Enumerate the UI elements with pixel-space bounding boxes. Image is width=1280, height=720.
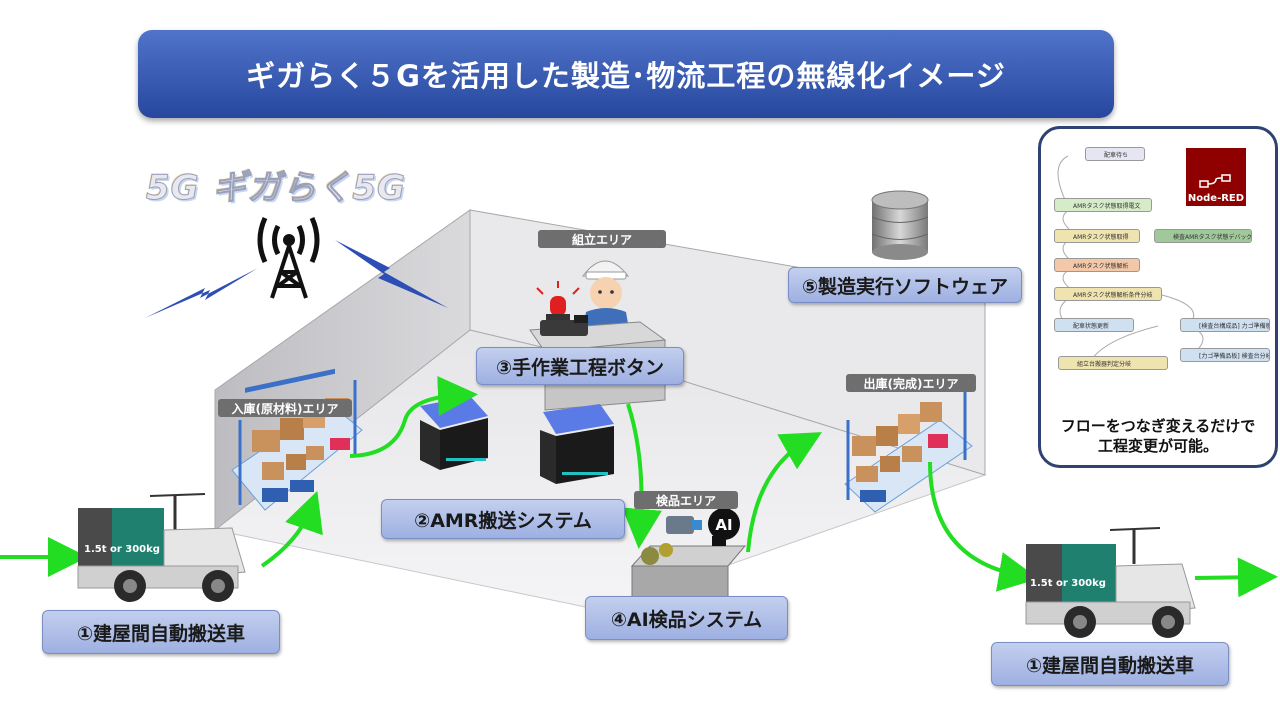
- vehicle-left-capacity: 1.5t or 300kg: [84, 544, 160, 555]
- flow-node-9: 組立台搬器判定分岐: [1058, 356, 1168, 370]
- manual-button-label: ③手作業工程ボタン: [476, 347, 684, 385]
- flow-node-6: AMRタスク状態解析条件分岐: [1054, 287, 1162, 301]
- ai-badge-text: AI: [715, 516, 732, 534]
- inspection-machine: [630, 516, 747, 601]
- inbound-shelf: [231, 368, 363, 511]
- node-red-caption-line2: 工程変更が可能。: [1097, 437, 1218, 455]
- ai-inspection-label: ④AI検品システム: [585, 596, 788, 640]
- amr-robot-1: [420, 396, 488, 470]
- inspection-area-label: 検品エリア: [634, 491, 738, 509]
- page-title: ギガらく５Gを活用した製造･物流工程の無線化イメージ: [246, 59, 1006, 93]
- flow-node-4: 検査AMRタスク状態デバッグ: [1154, 229, 1252, 243]
- amr-robot-2: [540, 404, 614, 484]
- flow-arrow-shelf-to-amr: [349, 375, 478, 458]
- flow-node-3: AMRタスク状態取得: [1054, 229, 1140, 243]
- warning-lamp-icon: [536, 281, 580, 320]
- outbound-area-label: 出庫(完成)エリア: [846, 374, 976, 392]
- mes-software-label: ⑤製造実行ソフトウェア: [788, 267, 1022, 303]
- node-red-caption-line1: フローをつなぎ変えるだけで: [1060, 417, 1256, 435]
- assembly-area-label: 組立エリア: [538, 230, 666, 248]
- node-red-logo-text: Node-RED: [1187, 193, 1245, 204]
- vehicle-left-label: ①建屋間自動搬送車: [42, 610, 280, 654]
- outbound-shelf: [844, 386, 973, 513]
- giga-raku-5g-logo: 5G ギガらく5G: [146, 168, 406, 209]
- signal-bolt-right-icon: [335, 240, 448, 308]
- amr-system-label: ②AMR搬送システム: [381, 499, 625, 539]
- autonomous-vehicle-right: [1025, 527, 1196, 638]
- node-red-logo: Node-RED: [1186, 148, 1246, 206]
- flow-arrow-vehicle-to-shelf: [260, 490, 323, 568]
- inbound-area-label: 入庫(原材料)エリア: [218, 399, 352, 417]
- flow-node-10: [力ゴ準備品板] 検査台分岐: [1180, 348, 1270, 362]
- vehicle-right-capacity: 1.5t or 300kg: [1030, 578, 1106, 589]
- node-red-logo-icon: [1199, 174, 1231, 188]
- antenna-icon: [257, 216, 320, 299]
- flow-node-7: 配車状態更新: [1054, 318, 1134, 332]
- ai-head-icon: [708, 508, 740, 546]
- signal-bolt-left-icon: [145, 268, 258, 318]
- autonomous-vehicle-left: [77, 493, 246, 602]
- flow-arrow-amr-to-inspection: [622, 403, 662, 549]
- flow-node-1: 配車待ち: [1085, 147, 1145, 161]
- flow-arrow-outbound-exit: [1194, 557, 1278, 598]
- vehicle-right-label: ①建屋間自動搬送車: [991, 642, 1229, 686]
- flow-node-8: [検査台構成品] 力ゴ準備板: [1180, 318, 1270, 332]
- flow-arrow-inspection-to-outbound: [746, 432, 822, 553]
- flow-node-2: AMRタスク状態取得電文: [1054, 198, 1152, 212]
- node-red-caption: フローをつなぎ変えるだけで 工程変更が可能。: [1042, 416, 1274, 456]
- title-banner: ギガらく５Gを活用した製造･物流工程の無線化イメージ: [138, 30, 1114, 118]
- node-red-flow-wires: [1057, 155, 1204, 367]
- flow-arrow-outbound-to-vehicle: [928, 461, 1039, 592]
- database-icon: [871, 190, 929, 260]
- flow-node-5: AMRタスク状態解析: [1054, 258, 1140, 272]
